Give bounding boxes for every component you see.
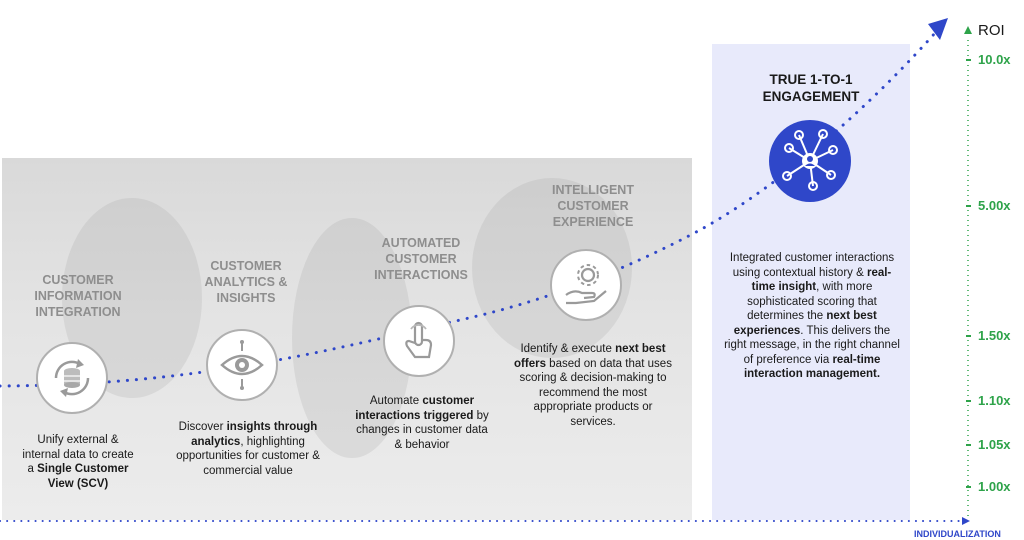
- y-tick-mark: [966, 59, 971, 61]
- stage-2-icon-badge: [206, 329, 278, 401]
- network-user-icon: [782, 129, 838, 191]
- stage-4-icon-badge: [550, 249, 622, 321]
- stage-title-line: EXPERIENCE: [552, 215, 634, 229]
- y-tick-label: 1.00x: [978, 479, 1011, 494]
- stage-5-icon-badge: [769, 120, 851, 202]
- y-tick-mark: [966, 400, 971, 402]
- y-tick-label: 5.00x: [978, 198, 1011, 213]
- stage-title-line: CUSTOMER: [557, 199, 629, 213]
- description-emphasis: next best experiences: [733, 310, 877, 337]
- stage-3-icon-badge: [383, 305, 455, 377]
- description-text: Integrated customer interactions using c…: [729, 252, 895, 279]
- description-emphasis: real-time insight: [751, 266, 892, 294]
- y-tick-mark: [966, 205, 971, 207]
- stage-4-title: INTELLIGENT CUSTOMER EXPERIENCE: [528, 182, 658, 230]
- y-axis-label: ROI: [978, 22, 1005, 39]
- eye-circuit-icon: [220, 340, 264, 390]
- stage-title-line: INFORMATION: [34, 289, 122, 303]
- stage-5-title: TRUE 1-TO-1 ENGAGEMENT: [712, 71, 910, 105]
- stage-title-line: AUTOMATED: [381, 236, 461, 250]
- stage-1-icon-badge: [36, 342, 108, 414]
- database-cycle-icon: [54, 359, 90, 397]
- y-tick-mark: [966, 335, 971, 337]
- stage-2-description: Discover insights through analytics, hig…: [172, 420, 324, 478]
- stage-title-line: INTERACTIONS: [374, 268, 468, 282]
- description-text: by changes in customer data & behavior: [356, 409, 489, 451]
- stage-5-description: Integrated customer interactions using c…: [722, 251, 902, 382]
- description-text: . This delivers the right message, in th…: [724, 324, 900, 366]
- description-text: , with more sophisticated scoring that d…: [747, 281, 877, 322]
- growth-arrow-head-icon: [928, 18, 948, 40]
- description-emphasis: insights through analytics: [191, 421, 318, 448]
- description-text: Unify external & internal data to create…: [22, 434, 134, 475]
- y-tick-label: 10.0x: [978, 52, 1011, 67]
- x-axis-arrow-icon: [962, 517, 970, 525]
- stage-1-description: Unify external & internal data to create…: [18, 433, 138, 491]
- stage-title-line: INSIGHTS: [216, 291, 276, 305]
- description-emphasis: Single Customer View (SCV): [37, 463, 129, 490]
- y-tick-mark: [966, 486, 971, 488]
- description-text: , highlighting opportunities for custome…: [176, 435, 320, 477]
- x-axis-label: INDIVIDUALIZATION: [914, 529, 1001, 539]
- stage-3-title: AUTOMATED CUSTOMER INTERACTIONS: [360, 235, 482, 283]
- stage-4-description: Identify & execute next best offers base…: [514, 342, 672, 429]
- faded-background-panel: [2, 158, 692, 520]
- stage-title-line: CUSTOMER: [210, 259, 282, 273]
- description-emphasis: next best offers: [514, 343, 666, 370]
- description-text: Identify & execute: [520, 343, 616, 355]
- stage-title-line: TRUE 1-TO-1: [769, 72, 853, 87]
- stage-3-description: Automate customer interactions triggered…: [352, 394, 492, 452]
- y-tick-label: 1.05x: [978, 437, 1011, 452]
- description-text: Discover: [178, 421, 227, 433]
- pointing-hand-icon: [405, 321, 433, 359]
- description-emphasis: customer interactions triggered: [355, 395, 475, 422]
- y-axis-arrow-icon: [964, 26, 972, 34]
- stage-title-line: CUSTOMER: [42, 273, 114, 287]
- description-emphasis: real-time interaction management.: [743, 353, 881, 381]
- stage-1-title: CUSTOMER INFORMATION INTEGRATION: [18, 272, 138, 320]
- description-text: Automate: [369, 395, 423, 407]
- stage-title-line: CUSTOMER: [385, 252, 457, 266]
- gear-hand-icon: [565, 264, 607, 305]
- stage-title-line: ANALYTICS &: [204, 275, 288, 289]
- stage-title-line: ENGAGEMENT: [762, 89, 860, 104]
- stage-title-line: INTEGRATION: [35, 305, 121, 319]
- stage-title-line: INTELLIGENT: [552, 183, 634, 197]
- y-tick-mark: [966, 444, 971, 446]
- description-text: based on data that uses scoring & decisi…: [519, 357, 672, 428]
- y-tick-label: 1.10x: [978, 393, 1011, 408]
- y-tick-label: 1.50x: [978, 328, 1011, 343]
- stage-2-title: CUSTOMER ANALYTICS & INSIGHTS: [186, 258, 306, 306]
